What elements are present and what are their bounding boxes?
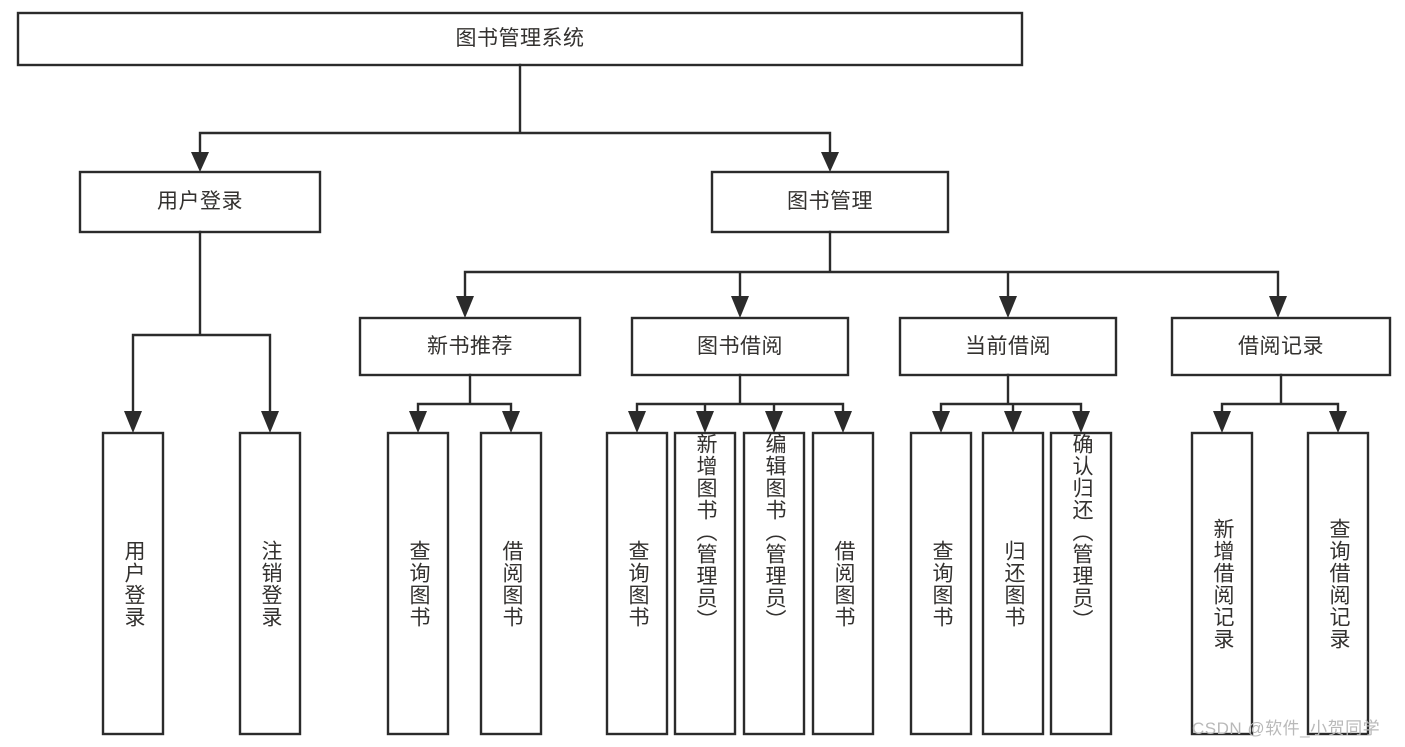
node-leaf-user-login[interactable] (101, 431, 165, 736)
connector-book-manage-bus (463, 230, 1280, 301)
node-leaf-query-record[interactable] (1306, 431, 1370, 736)
arrowhead-book-manage (821, 152, 839, 172)
arrowhead-leaf-query-record (1329, 411, 1347, 433)
node-leaf-add-book[interactable] (673, 431, 737, 736)
node-book-borrow[interactable] (630, 316, 850, 377)
arrowhead-leaf-borrow-book-2 (834, 411, 852, 433)
arrowhead-borrow-record (1269, 296, 1287, 318)
arrowhead-user-login (191, 152, 209, 172)
arrowhead-book-borrow (731, 296, 749, 318)
node-leaf-query-book-3[interactable] (909, 431, 973, 736)
arrowhead-leaf-return-book (1004, 411, 1022, 433)
arrowhead-leaf-edit-book (765, 411, 783, 433)
node-user-login[interactable] (78, 170, 322, 234)
arrowhead-leaf-logout (261, 411, 279, 433)
node-borrow-record[interactable] (1170, 316, 1392, 377)
arrowhead-leaf-borrow-book-1 (502, 411, 520, 433)
node-leaf-add-record[interactable] (1190, 431, 1254, 736)
node-leaf-return-book[interactable] (981, 431, 1045, 736)
arrowhead-current-borrow (999, 296, 1017, 318)
node-leaf-borrow-book-1[interactable] (479, 431, 543, 736)
connector-user-login-bus (131, 230, 272, 416)
node-book-manage[interactable] (710, 170, 950, 234)
arrowhead-leaf-query-book-3 (932, 411, 950, 433)
node-new-book-rec[interactable] (358, 316, 582, 377)
node-leaf-query-book-2[interactable] (605, 431, 669, 736)
arrowhead-leaf-add-record (1213, 411, 1231, 433)
connector-book-borrow-bus (635, 373, 845, 416)
connector-new-book-rec-bus (416, 373, 513, 416)
node-leaf-query-book-1[interactable] (386, 431, 450, 736)
connector-borrow-record-bus (1220, 373, 1340, 416)
node-leaf-logout[interactable] (238, 431, 302, 736)
arrowhead-leaf-user-login (124, 411, 142, 433)
connector-current-borrow-bus (939, 373, 1083, 416)
connector-root-bus (198, 63, 832, 157)
node-leaf-borrow-book-2[interactable] (811, 431, 875, 736)
arrowhead-new-book-rec (456, 296, 474, 318)
node-root[interactable] (16, 11, 1024, 67)
arrowhead-leaf-query-book-2 (628, 411, 646, 433)
node-current-borrow[interactable] (898, 316, 1118, 377)
arrowhead-leaf-query-book-1 (409, 411, 427, 433)
arrowhead-leaf-confirm-return (1072, 411, 1090, 433)
node-leaf-edit-book[interactable] (742, 431, 806, 736)
arrowhead-leaf-add-book (696, 411, 714, 433)
node-leaf-confirm-return[interactable] (1049, 431, 1113, 736)
